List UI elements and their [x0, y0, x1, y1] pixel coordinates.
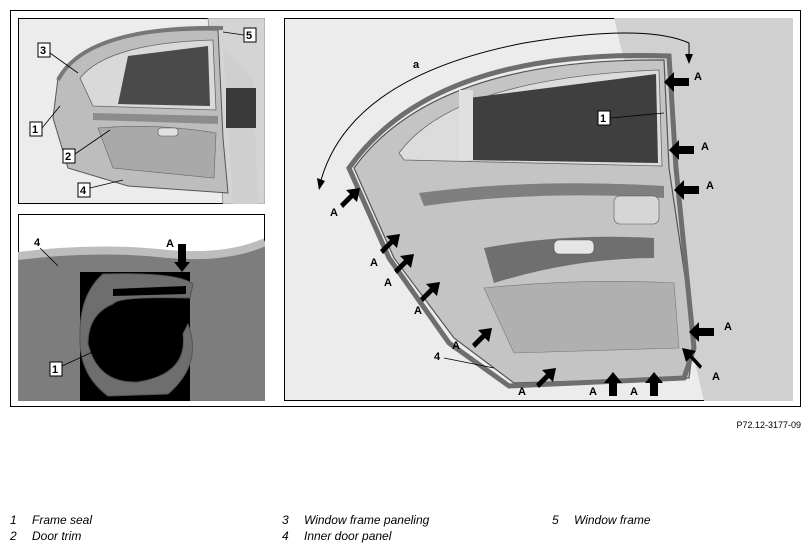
callout-5: 5	[246, 30, 252, 42]
legend-text: Window frame	[574, 513, 651, 527]
callout-a-2: A	[701, 141, 709, 153]
legend-item-5: 5 Window frame	[552, 513, 651, 527]
legend-num: 5	[552, 513, 559, 527]
callout-4: 4	[80, 185, 87, 197]
callout-2: 2	[65, 151, 71, 163]
legend-text: Frame seal	[32, 513, 93, 527]
legend-text: Door trim	[32, 529, 82, 543]
legend-num: 2	[10, 529, 17, 543]
callout-a-8: A	[518, 386, 526, 398]
legend-num: 1	[10, 513, 17, 527]
panel-door-overview: 3 1 2 4 5	[18, 18, 265, 204]
callout-a-9: A	[452, 340, 460, 352]
legend-item-2: 2 Door trim	[10, 529, 81, 543]
legend-text: Inner door panel	[304, 529, 392, 543]
legend-text: Window frame paneling	[304, 513, 430, 527]
reference-code: P72.12-3177-09	[736, 420, 801, 430]
callout-1-detail: 1	[52, 364, 58, 376]
callout-a-arc: a	[413, 59, 420, 71]
callout-a-7: A	[589, 386, 597, 398]
legend-num: 4	[282, 529, 289, 543]
callout-a-6: A	[630, 386, 638, 398]
callout-a-1: A	[694, 71, 702, 83]
panel-seal-detail: A 4 1	[18, 214, 265, 401]
arrow-group-a	[340, 72, 714, 396]
legend: 1 Frame seal 2 Door trim 3 Window frame pan…	[0, 513, 812, 551]
callout-a-4: A	[724, 321, 732, 333]
legend-item-3: 3 Window frame paneling	[282, 513, 429, 527]
callout-a-10: A	[414, 305, 422, 317]
arc-a	[318, 32, 690, 189]
arrow-a-detail	[174, 244, 190, 272]
panel-seal-installation: a A A A A A A A A A A A A A 1 4	[284, 18, 793, 401]
legend-item-4: 4 Inner door panel	[282, 529, 391, 543]
legend-item-1: 1 Frame seal	[10, 513, 92, 527]
callout-a-13: A	[330, 207, 338, 219]
callout-a-12: A	[370, 257, 378, 269]
callout-a-3: A	[706, 180, 714, 192]
callout-4-main: 4	[434, 351, 441, 363]
frame-seal-profile	[79, 273, 194, 397]
callout-1: 1	[32, 124, 38, 136]
callout-a-5: A	[712, 371, 720, 383]
callout-a-11: A	[384, 277, 392, 289]
callout-4-detail: 4	[34, 237, 41, 249]
callout-a-detail: A	[166, 238, 174, 250]
legend-num: 3	[282, 513, 289, 527]
callout-1-main: 1	[600, 113, 606, 125]
callout-3: 3	[40, 45, 46, 57]
